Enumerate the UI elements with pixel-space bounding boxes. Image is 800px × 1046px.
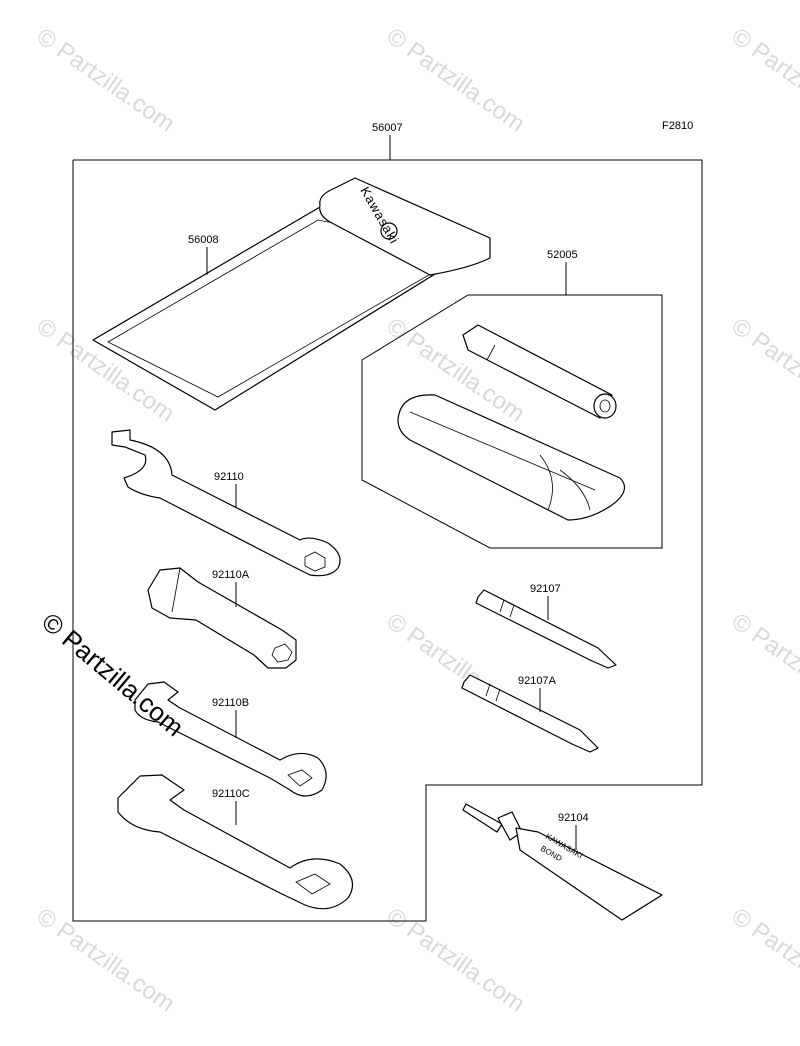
label-92110C: 92110C [212,788,250,800]
main-watermark: © Partzilla.com [36,607,189,743]
label-56007: 56007 [372,122,403,134]
screwdriver [475,589,617,669]
label-92107: 92107 [530,583,561,595]
watermark: © Partzilla.com [32,23,180,138]
label-92110: 92110 [214,471,244,483]
tool-case: Kawasaki [92,177,491,411]
label-52005: 52005 [547,249,578,261]
watermark: © Partzilla.com [727,313,800,428]
kit-outline [72,159,703,922]
figure-code: F2810 [662,120,693,132]
label-92110B: 92110B [212,697,249,709]
label-92107A: 92107A [518,675,557,687]
hook-wrench [111,429,341,577]
watermark: © Partzilla.com [727,903,800,1018]
watermark: © Partzilla.com [727,608,800,723]
label-56008: 56008 [188,234,219,246]
screwdriver-a [461,674,599,753]
tube-tool [462,324,617,419]
wrench-c [117,774,354,910]
subkit-outline [361,294,663,549]
watermark: © Partzilla.com [727,23,800,138]
wrench-b [134,681,327,797]
box-wrench [147,567,297,669]
watermark: © Partzilla.com [382,23,530,138]
pouch [397,394,626,521]
watermark: © Partzilla.com [32,903,180,1018]
label-92104: 92104 [558,812,589,824]
watermark: © Partzilla.com [382,903,530,1018]
watermark-layer: © Partzilla.com © Partzilla.com © Partzi… [32,23,800,1018]
label-92110A: 92110A [212,569,250,581]
